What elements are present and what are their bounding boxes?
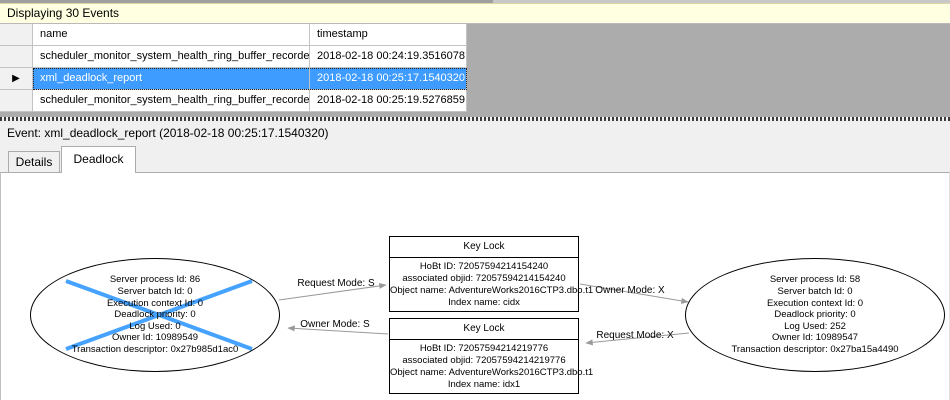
process-attr: Deadlock priority: 0: [774, 309, 856, 321]
resource-attr: HoBt ID: 72057594214154240: [419, 260, 549, 272]
process-attr: Log Used: 0: [129, 320, 181, 332]
process-attr: Deadlock priority: 0: [114, 309, 196, 321]
resource-attrs: HoBt ID: 72057594214219776 associated ob…: [390, 340, 594, 393]
row-header-cell[interactable]: ▶: [0, 68, 33, 90]
resource-attr: associated objid: 72057594214154240: [402, 272, 566, 284]
process-attr: Owner Id: 10989547: [771, 332, 859, 344]
cell-timestamp[interactable]: 2018-02-18 00:24:19.3516078: [310, 46, 467, 68]
process-attr: Log Used: 252: [784, 320, 846, 332]
process-node-victim[interactable]: Server process Id: 86 Server batch Id: 0…: [30, 258, 280, 372]
top-divider-strip: [0, 0, 950, 3]
top-divider-strip-segment: [0, 0, 493, 3]
edge-label-request-mode-s: Request Mode: S: [297, 278, 375, 289]
process-attr: Owner Id: 10989549: [111, 332, 199, 344]
resource-attr: HoBt ID: 72057594214219776: [419, 342, 549, 354]
cell-name[interactable]: scheduler_monitor_system_health_ring_buf…: [33, 46, 310, 68]
cell-timestamp[interactable]: 2018-02-18 00:25:19.5276859: [310, 90, 467, 112]
events-grid: name timestamp scheduler_monitor_system_…: [0, 24, 467, 112]
process-attr: Transaction descriptor: 0x27b985d1ac0: [71, 343, 239, 355]
cell-name[interactable]: xml_deadlock_report: [33, 68, 310, 90]
grid-header-row: name timestamp: [0, 24, 467, 46]
edge-label-owner-mode-x: Owner Mode: X: [595, 285, 665, 296]
table-row-selected[interactable]: ▶ xml_deadlock_report 2018-02-18 00:25:1…: [0, 68, 467, 90]
grid-panel-splitter[interactable]: [0, 117, 950, 121]
process-attr: Execution context Id: 0: [766, 297, 864, 309]
resource-attr: Index name: idx1: [447, 378, 521, 390]
resource-title: Key Lock: [390, 319, 578, 340]
resource-attr: associated objid: 72057594214219776: [402, 354, 566, 366]
column-header-timestamp[interactable]: timestamp: [310, 24, 467, 46]
process-attr: Execution context Id: 0: [106, 297, 204, 309]
process-attr: Server process Id: 86: [109, 274, 201, 286]
process-node-winner[interactable]: Server process Id: 58 Server batch Id: 0…: [685, 258, 945, 372]
process-attr: Server process Id: 58: [769, 274, 861, 286]
resource-title: Key Lock: [390, 237, 578, 258]
cell-timestamp[interactable]: 2018-02-18 00:25:17.1540320: [310, 68, 467, 90]
column-header-name[interactable]: name: [33, 24, 310, 46]
row-header-cell[interactable]: [0, 46, 33, 68]
resource-attr: Object name: AdventureWorks2016CTP3.dbo.…: [390, 366, 594, 378]
resource-attrs: HoBt ID: 72057594214154240 associated ob…: [390, 258, 594, 311]
table-row[interactable]: scheduler_monitor_system_health_ring_buf…: [0, 90, 467, 112]
grid-corner-cell: [0, 24, 33, 46]
table-row[interactable]: scheduler_monitor_system_health_ring_buf…: [0, 46, 467, 68]
tab-details[interactable]: Details: [8, 151, 60, 172]
detail-tabstrip: Details Deadlock: [0, 145, 950, 173]
resource-attr: Object name: AdventureWorks2016CTP3.dbo.…: [390, 284, 594, 296]
row-header-cell[interactable]: [0, 90, 33, 112]
process-attr: Transaction descriptor: 0x27ba15a4490: [731, 343, 899, 355]
events-count-header: Displaying 30 Events: [0, 3, 950, 24]
resource-node-keylock-top[interactable]: Key Lock HoBt ID: 72057594214154240 asso…: [389, 236, 594, 312]
selected-row-focus-region[interactable]: xml_deadlock_report 2018-02-18 00:25:17.…: [33, 68, 467, 90]
row-select-arrow-icon: ▶: [12, 73, 20, 84]
edge-label-request-mode-x: Request Mode: X: [596, 330, 674, 341]
tab-deadlock[interactable]: Deadlock: [61, 146, 136, 173]
selected-event-label: Event: xml_deadlock_report (2018-02-18 0…: [0, 121, 950, 145]
events-grid-area: name timestamp scheduler_monitor_system_…: [0, 24, 950, 117]
process-attr: Server batch Id: 0: [117, 286, 193, 298]
edge-label-owner-mode-s: Owner Mode: S: [300, 319, 370, 330]
process-attr: Server batch Id: 0: [777, 286, 853, 298]
cell-name[interactable]: scheduler_monitor_system_health_ring_buf…: [33, 90, 310, 112]
resource-node-keylock-bottom[interactable]: Key Lock HoBt ID: 72057594214219776 asso…: [389, 318, 594, 394]
resource-attr: Index name: cidx: [448, 296, 520, 308]
